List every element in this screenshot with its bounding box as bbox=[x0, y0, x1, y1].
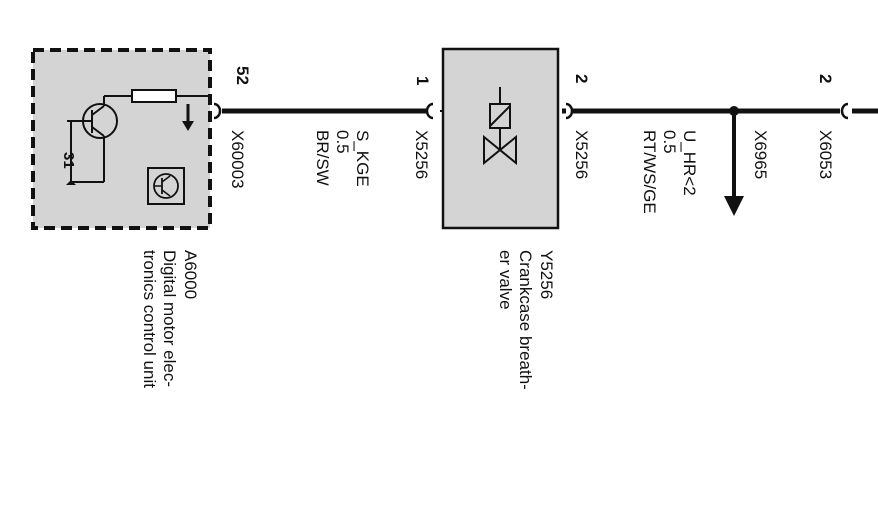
down-arrow-icon bbox=[724, 196, 744, 216]
pin-x5256-right bbox=[565, 102, 574, 120]
valve-id: Y5256 bbox=[537, 250, 556, 299]
wire2-color: RT/WS/GE bbox=[640, 130, 659, 214]
pin-x60003 bbox=[213, 102, 222, 120]
valve-pin-left: 1 bbox=[413, 76, 432, 85]
ecu-pin-number: 52 bbox=[233, 66, 252, 85]
valve-name-line1: Crankcase breath- bbox=[516, 250, 535, 390]
valve-y5256 bbox=[441, 47, 560, 230]
wire2-gauge: 0.5 bbox=[660, 130, 679, 154]
ecu-id: A6000 bbox=[181, 250, 200, 299]
labels: 52 X60003 S_KGE 0.5 BR/SW 1 X5256 2 X525… bbox=[140, 66, 835, 390]
solenoid-valve-icon bbox=[483, 87, 517, 166]
splice-x6965 bbox=[724, 106, 744, 216]
pin-x6053 bbox=[840, 102, 849, 120]
wire1-gauge: 0.5 bbox=[333, 130, 352, 154]
valve-name-line2: er valve bbox=[496, 250, 515, 310]
connector-pins bbox=[213, 102, 849, 120]
ecu-connector-label: X60003 bbox=[228, 130, 247, 189]
splice-connector-label: X6965 bbox=[751, 130, 770, 179]
ecu-name-line2: tronics control unit bbox=[140, 250, 159, 388]
ecu-a6000: 31 bbox=[31, 48, 212, 230]
transistor-icon bbox=[67, 89, 212, 183]
ground-label: 31 bbox=[60, 152, 77, 169]
valve-pin-right: 2 bbox=[572, 74, 591, 83]
wire1-signal: S_KGE bbox=[353, 130, 372, 187]
end-pin-number: 2 bbox=[816, 74, 835, 83]
wire1-color: BR/SW bbox=[313, 130, 332, 186]
valve-connector-left: X5256 bbox=[412, 130, 431, 179]
output-arrow-icon bbox=[182, 121, 194, 131]
wire2-signal: U_HR<2 bbox=[680, 130, 699, 196]
end-connector-label: X6053 bbox=[816, 130, 835, 179]
ecu-name-line1: Digital motor elec- bbox=[160, 250, 179, 387]
control-unit-icon bbox=[147, 167, 185, 205]
valve-connector-right: X5256 bbox=[572, 130, 591, 179]
pin-x5256-left bbox=[425, 102, 434, 120]
ground-arrow-icon bbox=[66, 180, 76, 185]
